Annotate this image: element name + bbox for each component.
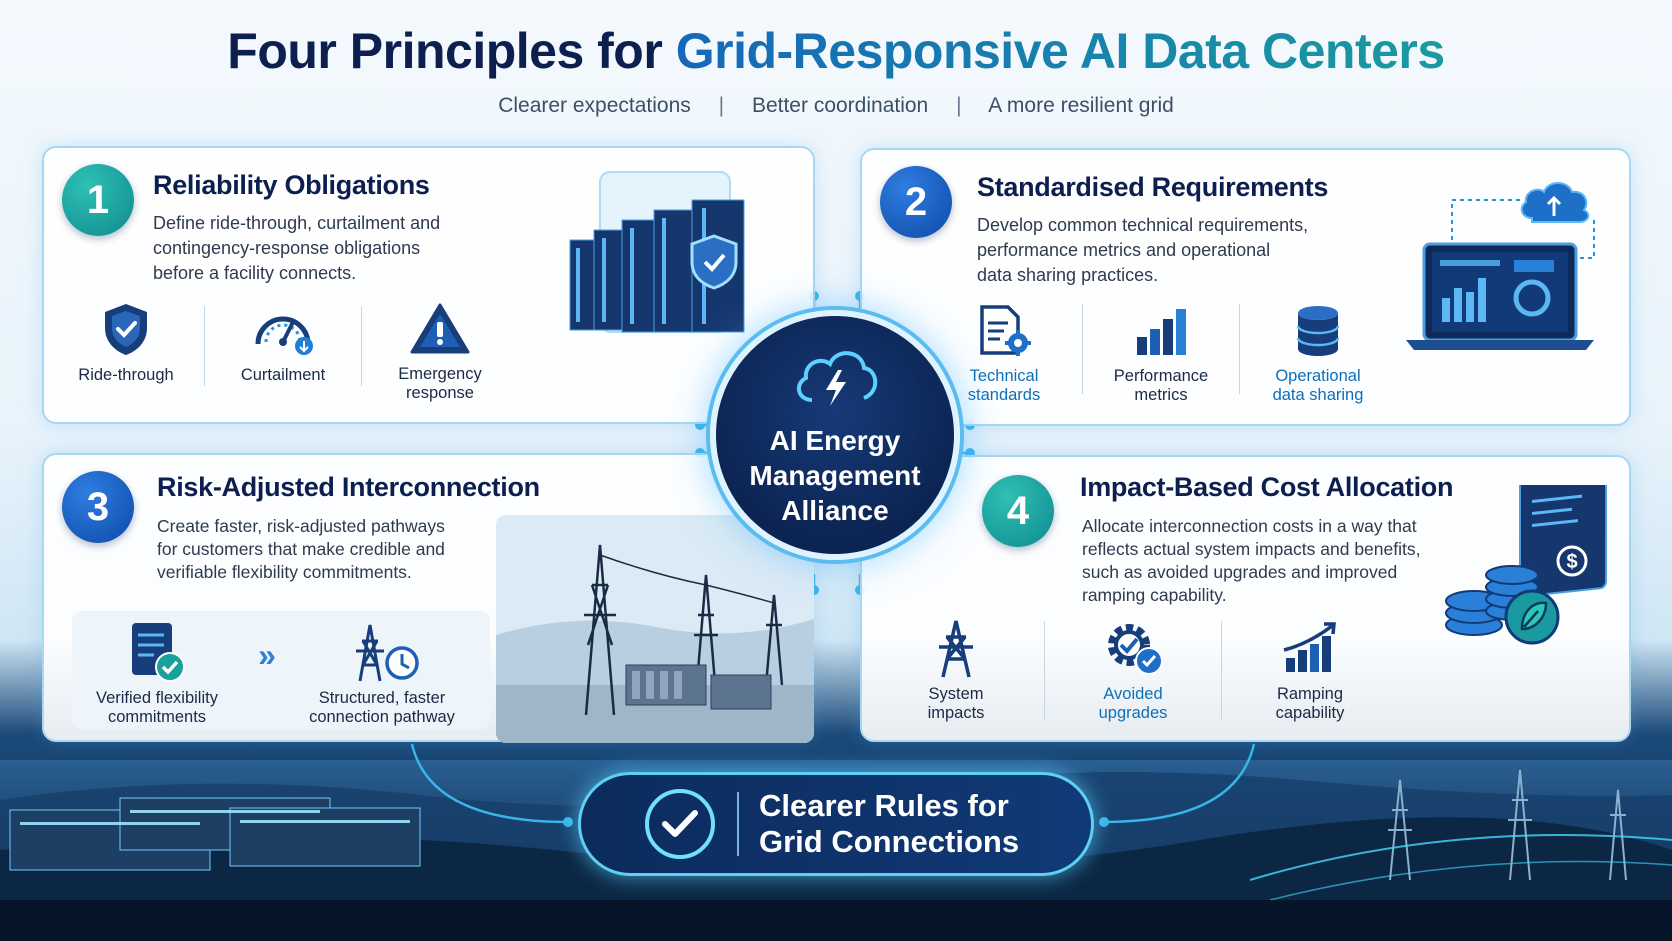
principle-title: Impact-Based Cost Allocation [1080, 472, 1454, 502]
principle-title: Standardised Requirements [977, 172, 1329, 202]
laptop-dashboard-illustration [1406, 182, 1595, 350]
document-gear-icon [976, 300, 1032, 361]
item-divider [361, 306, 362, 386]
tagline-separator: | [718, 94, 725, 117]
cloud-lightning-icon [790, 342, 880, 417]
tagline: Clearer expectations | Better coordinati… [0, 94, 1672, 118]
item-curtailment: Curtailment [221, 298, 345, 403]
principle-card-2: 2 Standardised Requirements Develop comm… [860, 148, 1631, 426]
check-circle-icon [645, 789, 715, 859]
item-divider [1221, 621, 1222, 721]
principle-title: Reliability Obligations [153, 170, 430, 200]
item-label: Curtailment [240, 366, 326, 384]
title-main: Four Principles for [227, 23, 663, 79]
arrow-icon: » [258, 637, 276, 673]
substation-illustration [496, 515, 814, 743]
transmission-tower-icon [931, 617, 981, 679]
growth-chart-icon [1280, 617, 1340, 679]
pill-divider [737, 792, 739, 856]
bar-chart-icon [1133, 300, 1189, 361]
warning-triangle-icon [409, 298, 471, 359]
principle-number-badge: 3 [62, 471, 134, 543]
shield-check-icon [100, 298, 152, 360]
server-racks-illustration [569, 171, 745, 333]
tagline-item: Clearer expectations [498, 94, 691, 117]
tagline-item: A more resilient grid [988, 94, 1174, 117]
title-accent: Grid-Responsive AI Data Centers [675, 23, 1445, 79]
tower-clock-icon [342, 621, 422, 683]
principle-number-badge: 2 [880, 166, 952, 238]
checklist-icon [124, 621, 190, 683]
tagline-item: Better coordination [751, 94, 929, 117]
gauge-icon [252, 298, 314, 360]
item-divider [1044, 621, 1045, 721]
page-title: Four Principles for Grid-Responsive AI D… [0, 22, 1672, 80]
item-divider [1082, 304, 1083, 394]
principle-description: Develop common technical requirements,pe… [977, 215, 1309, 285]
database-icon [1294, 300, 1342, 361]
item-label: Ride-through [78, 366, 174, 384]
header: Four Principles for Grid-Responsive AI D… [0, 22, 1672, 118]
item-ride-through: Ride-through [64, 298, 188, 403]
principle-number-badge: 4 [982, 475, 1054, 547]
principle-card-4: 4 Impact-Based Cost Allocation Allocate … [860, 455, 1631, 742]
principle-description: Allocate interconnection costs in a way … [1082, 516, 1421, 605]
principle-card-1: 1 Reliability Obligations Define ride-th… [42, 146, 815, 424]
item-divider [204, 306, 205, 386]
tagline-separator: | [956, 94, 962, 117]
principle-title: Risk-Adjusted Interconnection [157, 472, 540, 502]
principle-card-3: 3 Risk-Adjusted Interconnection Create f… [42, 453, 814, 743]
gear-check-icon [1101, 617, 1165, 679]
principle-number-badge: 1 [62, 164, 134, 236]
item-divider [1239, 304, 1240, 394]
coins-invoice-illustration: $ [1445, 485, 1607, 645]
svg-text:$: $ [1566, 551, 1577, 573]
transmission-towers [1388, 769, 1627, 881]
